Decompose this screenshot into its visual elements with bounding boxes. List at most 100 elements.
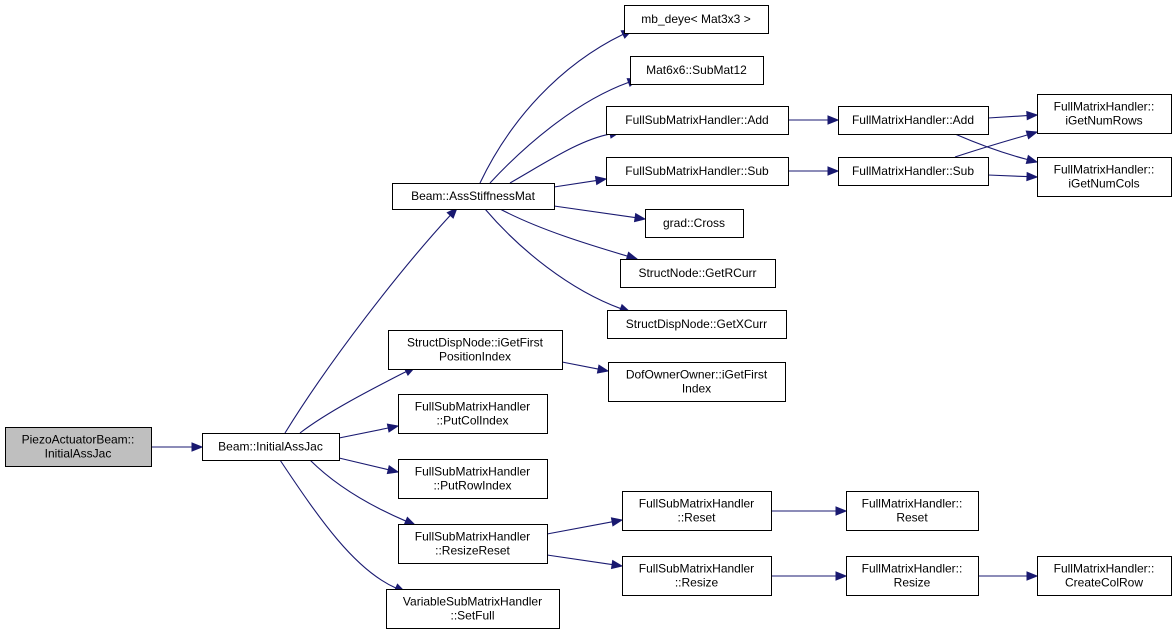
node-label: VariableSubMatrixHandler	[403, 595, 542, 609]
node-label: FullMatrixHandler::	[862, 497, 963, 511]
node-n2[interactable]: Beam::AssStiffnessMat	[392, 183, 555, 210]
arrow-head-icon	[633, 212, 647, 223]
edge-n19-n20	[954, 130, 1039, 158]
edge-line	[489, 81, 629, 184]
node-n9[interactable]: Mat6x6::SubMat12	[630, 56, 764, 85]
node-n7[interactable]: VariableSubMatrixHandler::SetFull	[386, 589, 560, 629]
node-box	[606, 157, 789, 186]
node-label: PiezoActuatorBeam::	[22, 433, 135, 447]
edge-n2-n10	[509, 129, 622, 184]
node-n10[interactable]: FullSubMatrixHandler::Add	[606, 106, 789, 135]
node-box	[606, 106, 789, 135]
node-label: FullSubMatrixHandler	[639, 497, 754, 511]
node-box	[398, 459, 548, 499]
node-label: ::ResizeReset	[435, 544, 510, 558]
edge-line	[954, 133, 1028, 161]
edge-n2-n12	[553, 205, 647, 223]
edge-n16-n22	[771, 506, 848, 516]
node-label: FullSubMatrixHandler::Add	[625, 113, 768, 127]
edge-line	[279, 459, 397, 589]
node-box	[622, 556, 772, 596]
arrow-head-icon	[827, 166, 840, 176]
node-label: DofOwnerOwner::iGetFirst	[626, 368, 768, 382]
arrow-head-icon	[191, 442, 204, 452]
arrow-head-icon	[1025, 154, 1039, 164]
edge-line	[954, 134, 1028, 158]
node-label: FullMatrixHandler::Sub	[852, 164, 974, 178]
node-box	[1037, 556, 1172, 596]
node-label: FullSubMatrixHandler	[415, 400, 530, 414]
edge-n11-n19	[788, 166, 840, 176]
node-n4[interactable]: FullSubMatrixHandler::PutColIndex	[398, 394, 548, 434]
node-box	[608, 362, 786, 402]
edge-n0-n1	[151, 442, 204, 452]
node-label: PositionIndex	[439, 350, 511, 364]
node-n22[interactable]: FullMatrixHandler::Reset	[846, 491, 979, 531]
node-label: FullSubMatrixHandler::Sub	[625, 164, 769, 178]
node-label: Mat6x6::SubMat12	[646, 63, 747, 77]
node-n23[interactable]: FullMatrixHandler::Resize	[846, 556, 979, 596]
edge-n2-n13	[499, 208, 639, 261]
node-n21[interactable]: FullMatrixHandler::iGetNumCols	[1037, 157, 1172, 197]
node-n13[interactable]: StructNode::GetRCurr	[620, 259, 776, 288]
node-label: iGetNumRows	[1065, 114, 1142, 128]
node-n14[interactable]: StructDispNode::GetXCurr	[607, 310, 787, 339]
node-box	[386, 589, 560, 629]
edge-n1-n3	[299, 366, 417, 434]
node-label: FullSubMatrixHandler	[639, 562, 754, 576]
node-label: StructDispNode::iGetFirst	[407, 336, 544, 350]
edge-line	[546, 521, 613, 535]
edge-n1-n5	[338, 457, 400, 475]
node-n17[interactable]: FullSubMatrixHandler::Resize	[622, 556, 772, 596]
node-box	[398, 394, 548, 434]
edge-n6-n17	[546, 554, 624, 570]
node-box	[607, 310, 787, 339]
arrow-head-icon	[1026, 110, 1039, 121]
node-label: grad::Cross	[663, 216, 725, 230]
arrow-head-icon	[446, 207, 458, 219]
node-n20[interactable]: FullMatrixHandler::iGetNumRows	[1037, 94, 1172, 134]
edge-n2-n11	[553, 175, 608, 188]
edge-n6-n16	[546, 517, 624, 535]
node-n6[interactable]: FullSubMatrixHandler::ResizeReset	[398, 524, 548, 564]
edge-line	[338, 457, 389, 471]
edge-line	[546, 554, 613, 566]
node-label: ::SetFull	[450, 609, 494, 623]
node-n1[interactable]: Beam::InitialAssJac	[202, 433, 340, 461]
node-box	[624, 5, 769, 34]
arrow-head-icon	[1025, 130, 1039, 140]
node-box	[622, 491, 772, 531]
edge-line	[338, 427, 389, 439]
arrow-head-icon	[403, 516, 417, 526]
node-box	[838, 157, 989, 186]
edge-line	[299, 371, 407, 434]
node-label: InitialAssJac	[45, 447, 112, 461]
node-label: FullSubMatrixHandler	[415, 530, 530, 544]
node-n12[interactable]: grad::Cross	[645, 209, 744, 238]
node-n5[interactable]: FullSubMatrixHandler::PutRowIndex	[398, 459, 548, 499]
node-n8[interactable]: mb_deye< Mat3x3 >	[624, 5, 769, 34]
edge-line	[553, 205, 636, 219]
edge-line	[509, 133, 611, 184]
arrow-head-icon	[827, 115, 840, 125]
node-box	[1037, 94, 1172, 134]
edge-line	[553, 179, 597, 188]
node-n11[interactable]: FullSubMatrixHandler::Sub	[606, 157, 789, 186]
node-n16[interactable]: FullSubMatrixHandler::Reset	[622, 491, 772, 531]
arrow-head-icon	[625, 251, 639, 261]
node-n24[interactable]: FullMatrixHandler::CreateColRow	[1037, 556, 1172, 596]
arrow-head-icon	[835, 571, 848, 581]
node-label: iGetNumCols	[1068, 177, 1139, 191]
node-label: FullMatrixHandler::	[1054, 163, 1155, 177]
call-nodes: PiezoActuatorBeam::InitialAssJac Beam::In…	[5, 5, 1172, 629]
edge-line	[484, 208, 621, 310]
node-label: ::Resize	[675, 576, 719, 590]
node-label: mb_deye< Mat3x3 >	[641, 12, 750, 26]
node-box	[630, 56, 764, 85]
node-n19[interactable]: FullMatrixHandler::Sub	[838, 157, 989, 186]
edge-line	[284, 214, 451, 434]
node-n18[interactable]: FullMatrixHandler::Add	[838, 106, 989, 135]
